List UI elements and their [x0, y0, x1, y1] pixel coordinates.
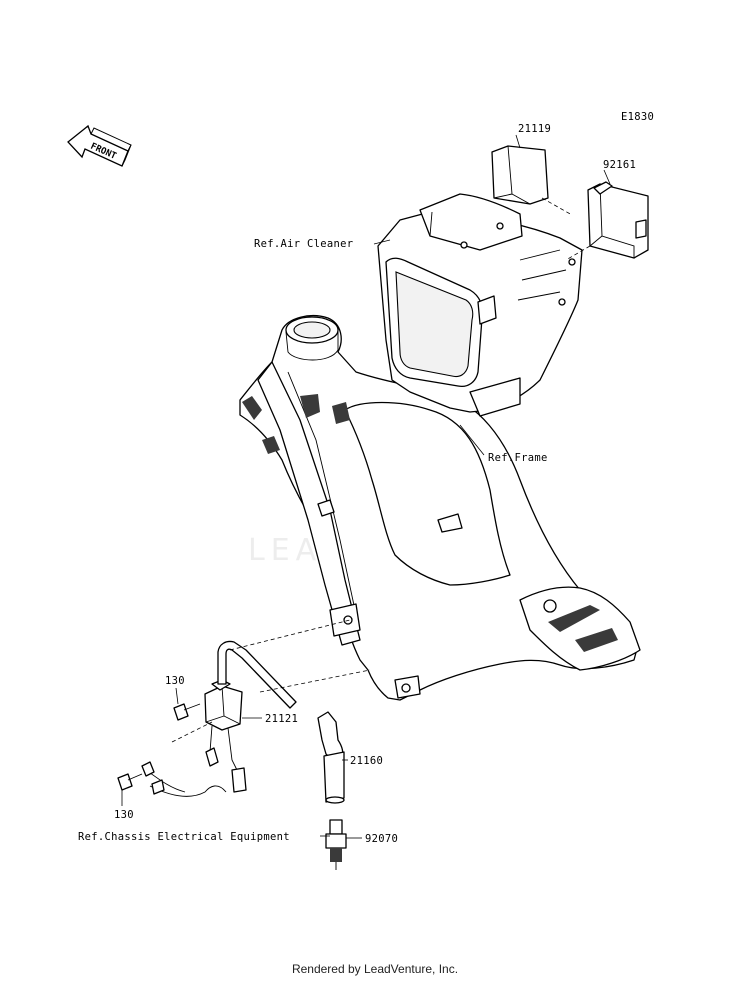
- part-92161: [587, 181, 649, 259]
- part-21121: [204, 640, 297, 793]
- footer-credit: Rendered by LeadVenture, Inc.: [291, 962, 459, 976]
- callout-92161: 92161: [603, 159, 636, 171]
- callout-21160: 21160: [350, 755, 383, 767]
- callout-92070: 92070: [365, 833, 398, 845]
- callout-130-top: 130: [165, 675, 185, 687]
- callout-ref-chassis-electrical: Ref.Chassis Electrical Equipment: [78, 831, 290, 843]
- front-arrow-icon: FRONT: [67, 124, 132, 167]
- part-130-bottom: [117, 773, 143, 791]
- callout-ref-frame: Ref.Frame: [488, 452, 548, 464]
- callout-21121: 21121: [265, 713, 298, 725]
- part-130-top: [173, 703, 201, 721]
- part-92070: [325, 819, 347, 870]
- part-21119: [491, 145, 549, 205]
- chassis-harness: [141, 761, 227, 797]
- callout-21119: 21119: [518, 123, 551, 135]
- diagram-code: E1830: [621, 111, 654, 123]
- frame: [239, 315, 641, 701]
- air-cleaner: [377, 193, 583, 417]
- callout-ref-air-cleaner: Ref.Air Cleaner: [254, 238, 353, 250]
- part-21160: [317, 711, 345, 804]
- callout-130-bottom: 130: [114, 809, 134, 821]
- leader-lines: [121, 134, 611, 839]
